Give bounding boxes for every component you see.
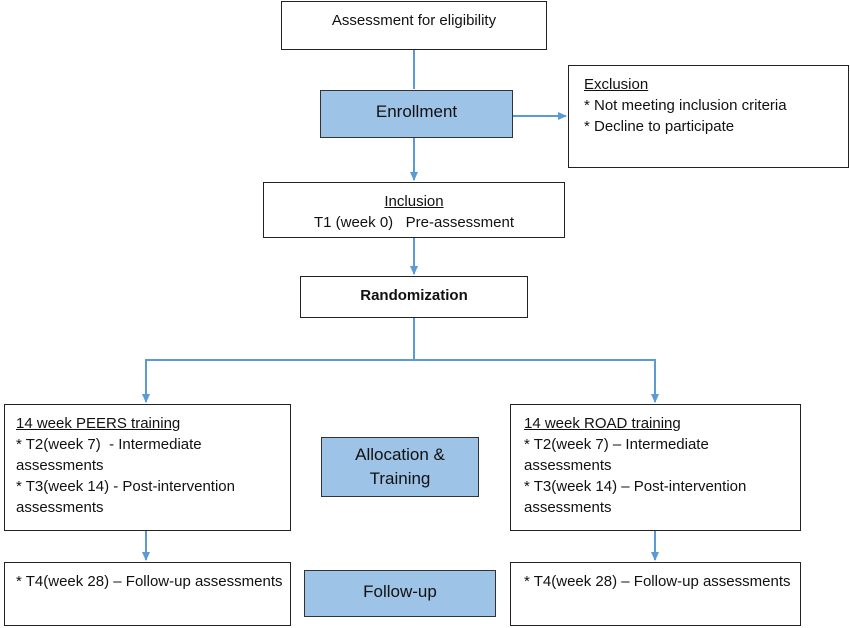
assessment-box: Assessment for eligibility: [281, 1, 547, 50]
enrollment-label: Enrollment: [375, 102, 458, 121]
road-title: 14 week ROAD training: [524, 415, 681, 432]
inclusion-detail: T1 (week 0) Pre-assessment: [313, 214, 515, 231]
enrollment-stage: Enrollment: [320, 90, 513, 138]
peers-title: 14 week PEERS training: [16, 415, 181, 432]
peers-item: * T2(week 7) - Intermediate assessments: [16, 436, 206, 474]
exclusion-title: Exclusion: [584, 76, 649, 93]
randomization-label: Randomization: [360, 286, 468, 304]
exclusion-item: * Decline to participate: [584, 118, 735, 135]
allocation-line2: Training: [369, 469, 431, 488]
arrow-randomization-split: [142, 318, 415, 403]
arrow-randomization-road: [414, 359, 659, 403]
inclusion-title: Inclusion: [384, 193, 444, 210]
randomization-box: Randomization: [300, 276, 528, 318]
allocation-line1: Allocation &: [355, 445, 445, 464]
road-followup-box: * T4(week 28) – Follow-up assessments: [510, 562, 801, 626]
inclusion-box: Inclusion T1 (week 0) Pre-assessment: [263, 182, 565, 238]
followup-label: Follow-up: [363, 581, 437, 601]
exclusion-box: Exclusion * Not meeting inclusion criter…: [568, 65, 849, 168]
allocation-training-stage: Allocation & Training: [321, 437, 479, 497]
road-item: * T3(week 14) – Post-intervention assess…: [524, 478, 747, 516]
peers-item: * T3(week 14) - Post-intervention assess…: [16, 478, 235, 516]
peers-training-box: 14 week PEERS training * T2(week 7) - In…: [4, 404, 291, 531]
road-followup: * T4(week 28) – Follow-up assessments: [524, 573, 791, 590]
assessment-label: Assessment for eligibility: [331, 12, 497, 29]
road-item: * T2(week 7) – Intermediate assessments: [524, 436, 709, 474]
road-training-box: 14 week ROAD training * T2(week 7) – Int…: [510, 404, 801, 531]
exclusion-item: * Not meeting inclusion criteria: [584, 97, 787, 114]
followup-stage: Follow-up: [304, 570, 496, 617]
peers-followup: * T4(week 28) – Follow-up assessments: [16, 573, 283, 590]
peers-followup-box: * T4(week 28) – Follow-up assessments: [4, 562, 291, 626]
